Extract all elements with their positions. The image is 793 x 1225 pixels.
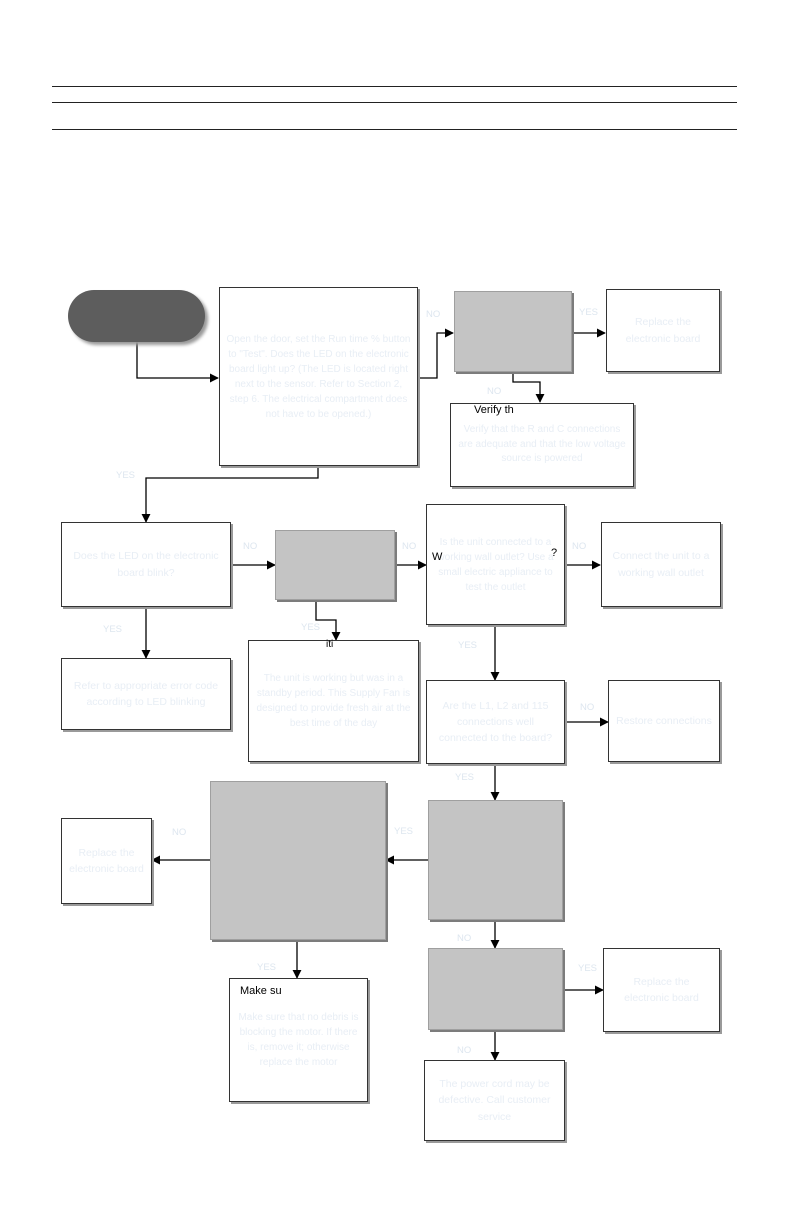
label-no-verify: NO bbox=[487, 386, 502, 397]
check-standby-box bbox=[275, 530, 395, 600]
label-no-outlet: NO bbox=[402, 541, 417, 552]
header-rule-top bbox=[52, 86, 737, 87]
label-no-voltage: NO bbox=[426, 309, 441, 320]
check-voltage-box bbox=[454, 291, 572, 372]
led-blink-box: Does the LED on the electronic board bli… bbox=[61, 522, 231, 607]
start-terminator bbox=[68, 290, 205, 342]
connect-unit-box: Connect the unit to a working wall outle… bbox=[601, 522, 721, 607]
debris-box: Make sure that no debris is blocking the… bbox=[229, 978, 368, 1102]
arrow-check-to-blink bbox=[141, 466, 319, 523]
label-yes-voltage2: YES bbox=[455, 772, 475, 783]
restore-connections-box: Restore connections bbox=[608, 680, 720, 762]
label-no-standby: NO bbox=[243, 541, 258, 552]
label-yes-replace-3: YES bbox=[578, 963, 598, 974]
label-yes-period: YES bbox=[301, 622, 321, 633]
label-yes-connections: YES bbox=[458, 640, 478, 651]
standby-fragment: iti bbox=[326, 639, 334, 650]
error-code-box: Refer to appropriate error code accordin… bbox=[61, 658, 231, 730]
label-no-powercord: NO bbox=[457, 1045, 472, 1056]
label-yes-blink: YES bbox=[116, 470, 136, 481]
connections-check-box: Are the L1, L2 and 115 connections well … bbox=[426, 680, 565, 764]
label-no-board: NO bbox=[457, 933, 472, 944]
label-no-connect: NO bbox=[572, 541, 587, 552]
arrow-voltage-to-verify bbox=[512, 372, 545, 403]
debris-fragment: Make su bbox=[240, 985, 282, 997]
header-rule-bottom bbox=[52, 129, 737, 130]
label-yes-motor: YES bbox=[394, 826, 414, 837]
board-check-box bbox=[428, 948, 563, 1030]
replace-board-box-2: Replace the electronic board bbox=[61, 818, 152, 904]
outlet-fragment-end: ? bbox=[551, 547, 558, 559]
arrow-standby-to-period bbox=[315, 600, 341, 641]
replace-board-box-3: Replace the electronic board bbox=[603, 948, 720, 1032]
label-yes-error: YES bbox=[103, 624, 123, 635]
power-cord-box: The power cord may be defective. Call cu… bbox=[424, 1060, 565, 1141]
label-yes-debris: YES bbox=[257, 962, 277, 973]
standby-period-box: The unit is working but was in a standby… bbox=[248, 640, 419, 762]
check-led-box: Open the door, set the Run time % button… bbox=[219, 287, 418, 466]
motor-voltage-check-box bbox=[428, 800, 563, 920]
verify-rc-box: Verify that the R and C connections are … bbox=[450, 403, 634, 487]
replace-board-box-1: Replace the electronic board bbox=[606, 289, 720, 372]
label-no-restore: NO bbox=[580, 702, 595, 713]
motor-check-box bbox=[210, 781, 386, 940]
label-no-replace-2: NO bbox=[172, 827, 187, 838]
label-yes-replace-1: YES bbox=[579, 307, 599, 318]
arrow-start-to-check bbox=[136, 342, 219, 383]
verify-rc-fragment: Verify th bbox=[474, 404, 514, 416]
outlet-fragment: W bbox=[432, 551, 443, 563]
arrow-check-to-voltage bbox=[418, 328, 454, 379]
outlet-check-box: Is the unit connected to a working wall … bbox=[426, 504, 565, 625]
header-rule-middle bbox=[52, 102, 737, 103]
